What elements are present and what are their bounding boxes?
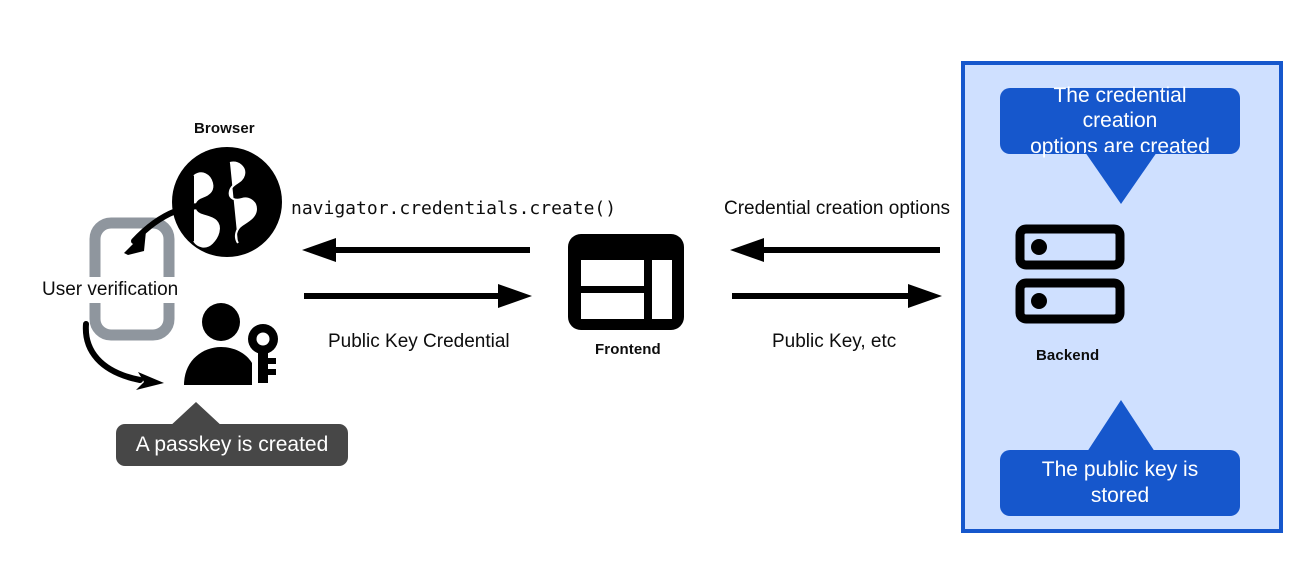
passkey-created-callout: A passkey is created [116,424,348,466]
arrow-browser-to-frontend [304,284,532,308]
backend-callout-bottom-line-2: stored [1090,484,1150,507]
backend-callout-bottom: The public key is stored [1000,450,1240,516]
backend-callout-bottom-line-1: The public key is [1041,458,1199,482]
arrow-frontend-to-browser [302,238,530,262]
triangle-up-icon [1085,400,1157,455]
curved-arrow-down-right-icon [82,321,164,390]
backend-label: Backend [1036,347,1100,364]
triangle-down-icon [1085,152,1157,204]
backend-callout-top-line-2: options are created [1030,134,1210,158]
frontend-label: Frontend [595,341,661,358]
navigator-credentials-create-label: navigator.credentials.create() [291,198,617,219]
browser-label: Browser [194,120,255,137]
passkey-callout-pointer-icon [168,402,224,428]
credential-creation-options-label: Credential creation options [724,198,951,219]
arrow-backend-to-frontend [730,238,940,262]
person-with-key-icon [184,303,278,385]
public-key-credential-label: Public Key Credential [328,331,510,352]
backend-callout-top: The credential creation options are crea… [1000,84,1240,158]
user-verification-label: User verification [38,277,183,303]
arrow-frontend-to-backend [732,284,942,308]
curved-arrow-down-left-icon [124,203,215,255]
server-stack-icon [1015,224,1125,324]
public-key-etc-label: Public Key, etc [772,331,897,352]
dashboard-layout-icon [568,234,684,330]
globe-icon [172,147,282,257]
backend-callout-top-line-1: The credential creation [1053,83,1187,133]
